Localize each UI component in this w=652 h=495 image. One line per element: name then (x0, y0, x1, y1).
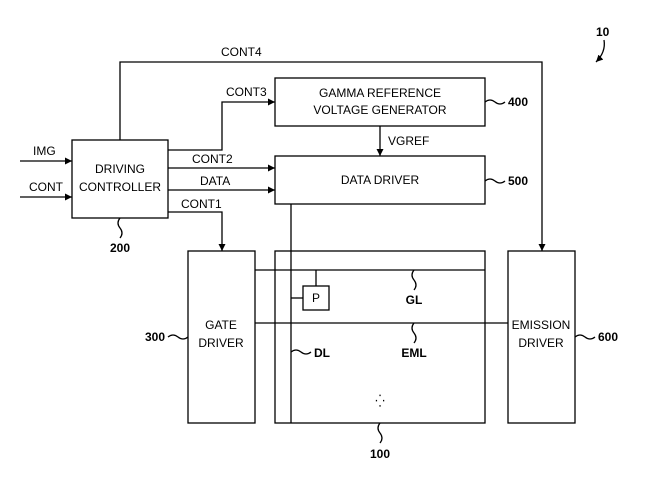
figure-ref: 10 (596, 25, 610, 39)
driving-controller-line1: DRIVING (95, 162, 145, 176)
data-driver-label: DATA DRIVER (341, 173, 420, 187)
cont4-arrow (119, 61, 546, 251)
pixel-label: P (312, 291, 320, 305)
emission-driver-line2: DRIVER (518, 336, 564, 350)
cont3-arrow (168, 98, 275, 151)
img-label: IMG (33, 144, 56, 158)
emission-driver-line1: EMISSION (512, 318, 571, 332)
cont1-label: CONT1 (181, 197, 222, 211)
display-panel-box (274, 250, 486, 424)
panel-dots: ⁛ (375, 394, 385, 408)
cont2-label: CONT2 (192, 152, 233, 166)
dl-label: DL (314, 346, 330, 360)
panel-ref: 100 (370, 447, 390, 461)
emission-driver-ref-leader (574, 334, 596, 340)
gamma-ref-leader (484, 99, 506, 105)
controller-ref: 200 (110, 241, 130, 255)
panel-ref-leader (377, 422, 383, 444)
gate-driver-line2: DRIVER (198, 336, 244, 350)
driving-controller-line2: CONTROLLER (79, 180, 161, 194)
cont-label: CONT (29, 180, 64, 194)
eml-label: EML (401, 346, 426, 360)
gate-driver-line1: GATE (205, 318, 237, 332)
data-driver-ref: 500 (508, 174, 528, 188)
eml-leader (411, 322, 417, 344)
gate-driver-box (187, 250, 256, 424)
gamma-generator-line1: GAMMA REFERENCE (319, 86, 441, 100)
gate-driver-ref: 300 (145, 330, 165, 344)
cont4-label: CONT4 (221, 45, 262, 59)
gate-driver-ref-leader (167, 334, 189, 340)
dl-leader (290, 349, 312, 355)
gl-label: GL (406, 293, 423, 307)
cont3-label: CONT3 (226, 85, 267, 99)
driving-controller-box (71, 139, 169, 219)
data-driver-ref-leader (484, 178, 506, 184)
emission-driver-box (507, 250, 576, 424)
controller-ref-leader (117, 217, 123, 239)
emission-driver-ref: 600 (598, 330, 618, 344)
gamma-generator-line2: VOLTAGE GENERATOR (313, 103, 446, 117)
data-label: DATA (200, 174, 230, 188)
gl-leader (411, 269, 417, 291)
vgref-label: VGREF (388, 134, 429, 148)
cont1-arrow (168, 211, 226, 251)
figure-ref-arrow (595, 39, 605, 63)
gamma-ref: 400 (508, 95, 528, 109)
